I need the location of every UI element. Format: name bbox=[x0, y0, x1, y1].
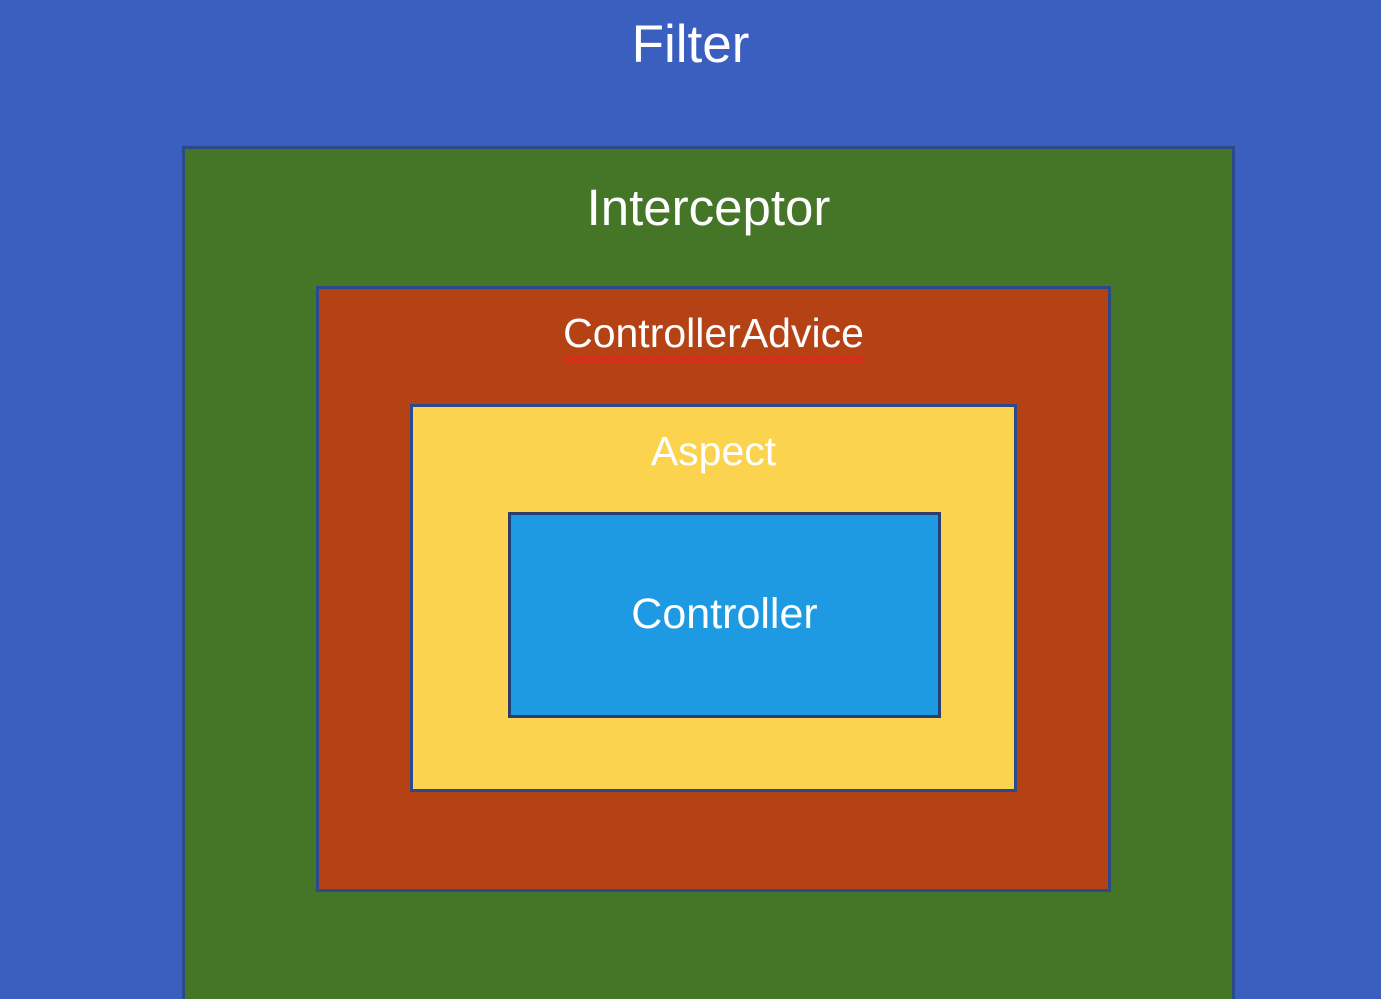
layer-box-controller-advice: ControllerAdvice Aspect Controller bbox=[316, 286, 1111, 892]
layer-box-controller: Controller bbox=[508, 512, 941, 718]
layer-label-controller-advice: ControllerAdvice bbox=[563, 310, 864, 363]
layer-label-controller-advice-wrap: ControllerAdvice bbox=[319, 310, 1108, 363]
layer-label-interceptor: Interceptor bbox=[586, 179, 831, 236]
layer-label-filter: Filter bbox=[631, 15, 750, 74]
spellcheck-squiggle-icon bbox=[563, 356, 864, 363]
layer-box-interceptor: Interceptor ControllerAdvice Aspect Cont… bbox=[182, 146, 1235, 999]
layer-label-aspect: Aspect bbox=[650, 428, 777, 474]
layer-box-aspect: Aspect Controller bbox=[410, 404, 1017, 792]
layer-label-controller-advice-text: ControllerAdvice bbox=[563, 310, 864, 356]
layer-label-controller: Controller bbox=[631, 590, 818, 639]
